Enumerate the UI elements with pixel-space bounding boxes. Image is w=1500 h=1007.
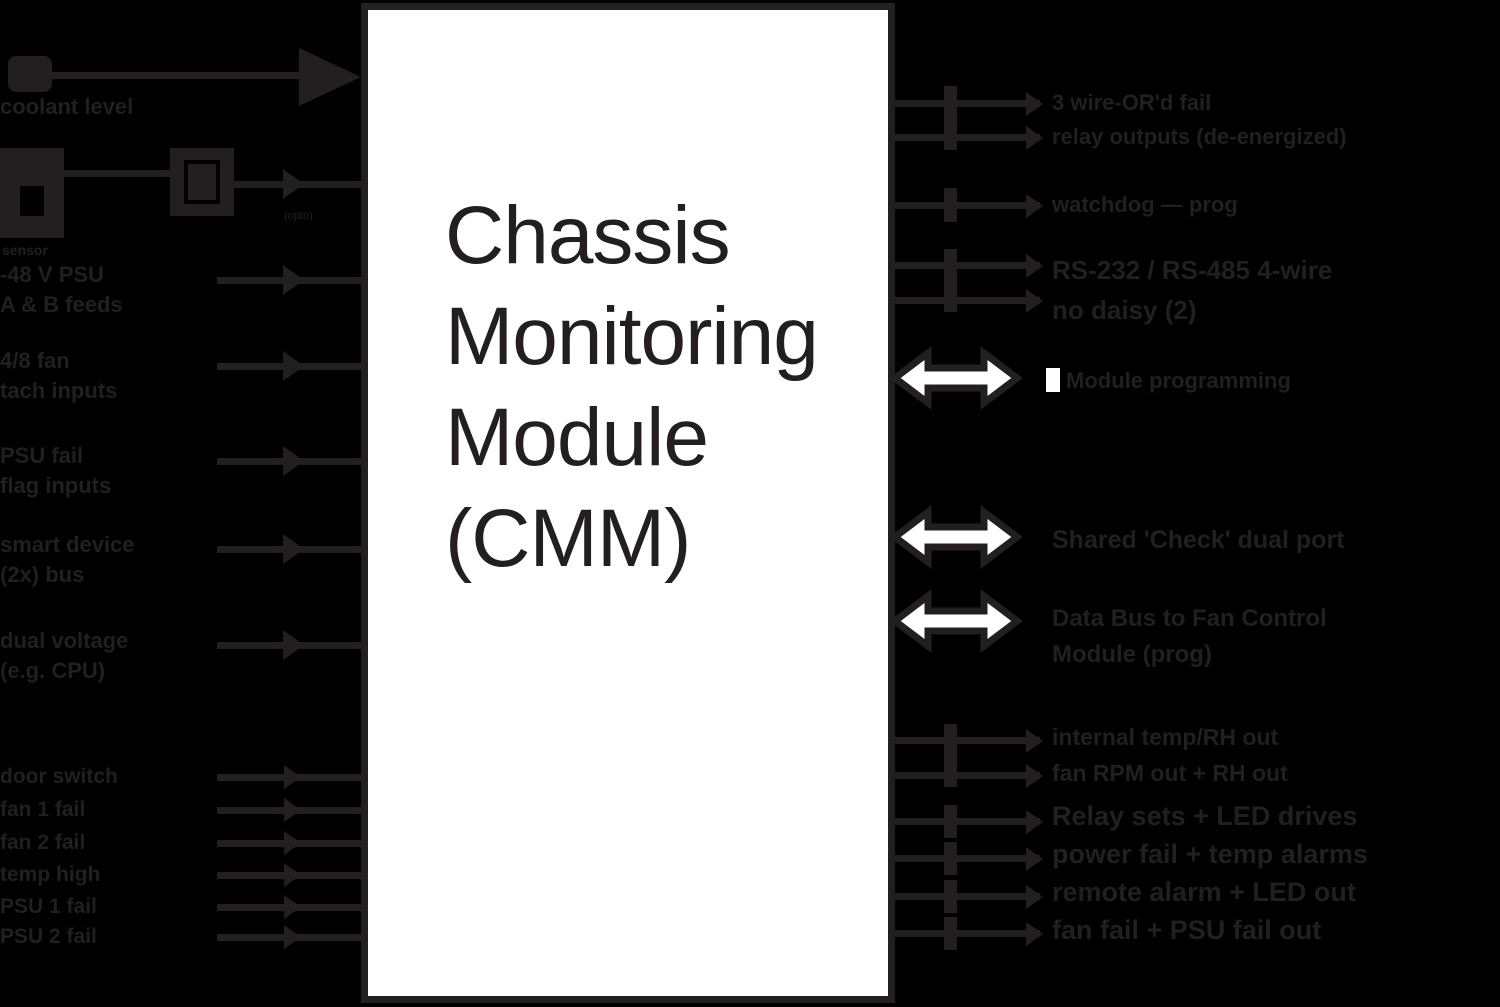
input-arrowhead	[283, 351, 304, 381]
output-line	[895, 297, 1040, 304]
input-label: dual voltage (e.g. CPU)	[0, 628, 129, 683]
output-label: internal temp/RH out	[1052, 724, 1279, 750]
output-tick	[944, 188, 957, 222]
cmm-title-line4: (CMM)	[445, 493, 691, 584]
input-arrowhead	[284, 925, 301, 949]
output-label: relay outputs (de-energized)	[1052, 124, 1347, 149]
input-arrowhead	[284, 798, 301, 822]
output-tick	[944, 724, 957, 787]
input-label: PSU 2 fail	[0, 925, 97, 948]
input-label: PSU 1 fail	[0, 895, 97, 918]
cmm-module-box: Chassis Monitoring Module (CMM)	[361, 3, 895, 1003]
output-line	[895, 818, 1040, 825]
output-tick	[944, 880, 957, 913]
output-label: Module (prog)	[1052, 641, 1212, 668]
bidirectional-arrow	[889, 504, 1023, 570]
output-line	[895, 893, 1040, 900]
output-arrowhead	[1026, 289, 1043, 313]
input-label: 4/8 fan tach inputs	[0, 348, 118, 403]
output-arrowhead	[1026, 126, 1043, 150]
input-label: PSU fail flag inputs	[0, 443, 112, 498]
output-line	[895, 930, 1040, 937]
output-arrowhead	[1026, 922, 1043, 946]
output-arrowhead	[1026, 810, 1043, 834]
input-arrowhead	[283, 630, 304, 660]
input-arrowhead	[283, 265, 304, 295]
input-label: coolant level	[0, 94, 134, 119]
input-line	[64, 170, 170, 177]
output-label: RS-232 / RS-485 4-wire	[1052, 255, 1333, 285]
output-arrowhead	[1026, 254, 1043, 278]
output-tick	[944, 917, 957, 950]
output-label: Relay sets + LED drives	[1052, 801, 1358, 831]
output-label: power fail + temp alarms	[1052, 839, 1368, 869]
output-label: Data Bus to Fan Control	[1052, 605, 1327, 632]
isolator-box-icon	[170, 148, 234, 216]
bidirectional-arrow	[889, 345, 1023, 411]
output-tick	[944, 249, 957, 312]
cmm-title: Chassis Monitoring Module (CMM)	[445, 185, 819, 589]
smoke-sensor-icon	[0, 148, 64, 238]
output-label: fan fail + PSU fail out	[1052, 915, 1322, 945]
input-label: -48 V PSU A & B feeds	[0, 262, 123, 317]
input-arrowhead	[284, 831, 301, 855]
input-label: smart device (2x) bus	[0, 532, 135, 587]
output-arrowhead	[1026, 729, 1043, 753]
input-label: temp high	[0, 863, 101, 886]
output-arrowhead	[1026, 847, 1043, 871]
input-label: door switch	[0, 765, 118, 788]
input-sublabel: (opto)	[284, 210, 313, 222]
output-label: 3 wire-OR'd fail	[1052, 90, 1212, 115]
input-arrowhead	[284, 895, 301, 919]
cmm-title-line2: Monitoring	[445, 291, 819, 382]
output-line	[895, 262, 1040, 269]
output-arrowhead	[1026, 92, 1043, 116]
output-line	[895, 737, 1040, 744]
output-label: Shared 'Check' dual port	[1052, 526, 1345, 554]
output-line	[895, 202, 1040, 209]
input-line	[12, 72, 302, 79]
input-arrowhead	[284, 765, 301, 789]
output-label: Module programming	[1066, 368, 1291, 393]
output-label: fan RPM out + RH out	[1052, 760, 1288, 786]
output-label: watchdog — prog	[1052, 192, 1238, 217]
output-tick	[944, 86, 957, 150]
input-arrowhead	[283, 169, 304, 199]
input-arrowhead	[283, 534, 304, 564]
white-mark	[1046, 368, 1060, 392]
input-label: sensor	[2, 242, 48, 258]
cmm-title-line1: Chassis	[445, 190, 731, 281]
output-tick	[944, 842, 957, 875]
input-arrowhead	[283, 446, 304, 476]
input-label: fan 2 fail	[0, 831, 86, 854]
output-tick	[944, 805, 957, 838]
output-label: no daisy (2)	[1052, 295, 1197, 325]
output-line	[895, 855, 1040, 862]
output-arrowhead	[1026, 885, 1043, 909]
input-label: fan 1 fail	[0, 798, 86, 821]
bidirectional-arrow	[889, 588, 1023, 654]
output-line	[895, 772, 1040, 779]
output-arrowhead	[1026, 764, 1043, 788]
output-line	[895, 100, 1040, 107]
input-arrowhead	[284, 863, 301, 887]
cmm-title-line3: Module	[445, 392, 709, 483]
output-arrowhead	[1026, 194, 1043, 218]
input-arrowhead	[299, 48, 361, 106]
output-line	[895, 134, 1040, 141]
output-label: remote alarm + LED out	[1052, 877, 1356, 907]
